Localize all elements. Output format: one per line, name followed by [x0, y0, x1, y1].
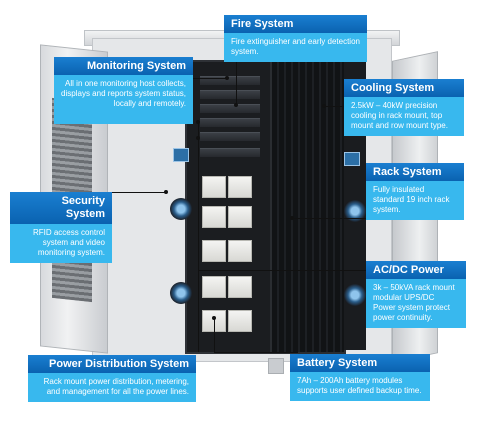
cabinet-foot: [268, 358, 284, 374]
battery-module: [202, 276, 226, 298]
security-system-callout: Security System RFID access control syst…: [10, 192, 112, 263]
battery-pointer-dot: [212, 316, 216, 320]
cooling-system-description: 2.5kW – 40kW precision cooling in rack m…: [344, 97, 464, 136]
acdc-power-title: AC/DC Power: [366, 261, 466, 279]
battery-module: [228, 176, 252, 198]
security-pointer-dot: [164, 190, 168, 194]
acdc-power-description: 3k – 50kVA rack mount modular UPS/DC Pow…: [366, 279, 466, 328]
display-icon: [173, 148, 189, 162]
power-distribution-title: Power Distribution System: [28, 355, 196, 373]
rack-system-description: Fully insulated standard 19 inch rack sy…: [366, 181, 464, 220]
battery-module: [228, 276, 252, 298]
cooling-rack: [270, 60, 346, 354]
rack-pointer-dot: [290, 216, 294, 220]
security-system-title: Security System: [10, 192, 112, 224]
security-title-line2: System: [65, 208, 105, 220]
battery-leader-vertical: [214, 318, 215, 352]
power-distribution-description: Rack mount power distribution, metering,…: [28, 373, 196, 402]
cooling-system-callout: Cooling System 2.5kW – 40kW precision co…: [344, 79, 464, 136]
monitoring-system-title: Monitoring System: [54, 57, 193, 75]
monitoring-host: [200, 76, 260, 85]
server-unit: [200, 90, 260, 99]
battery-module: [228, 310, 252, 332]
pdu-leader-line: [198, 138, 199, 352]
cooling-leader-line: [326, 106, 346, 107]
security-leader-line: [112, 192, 166, 193]
fire-pointer-dot: [234, 103, 238, 107]
rack-leader-line: [292, 218, 366, 219]
display-icon: [344, 152, 360, 166]
ups-unit: [200, 148, 260, 157]
fan-icon: [344, 284, 366, 306]
security-title-line1: Security: [61, 195, 105, 207]
monitoring-system-description: All in one monitoring host collects, dis…: [54, 75, 193, 124]
fire-system-title: Fire System: [224, 15, 367, 33]
fan-icon: [344, 200, 366, 222]
battery-module: [228, 240, 252, 262]
security-system-description: RFID access control system and video mon…: [10, 224, 112, 263]
battery-system-callout: Battery System 7Ah – 200Ah battery modul…: [290, 354, 430, 401]
monitoring-pointer-dot: [225, 76, 229, 80]
fan-icon: [170, 282, 192, 304]
battery-system-title: Battery System: [290, 354, 430, 372]
pdu-pointer-dot: [196, 136, 200, 140]
rack-system-title: Rack System: [366, 163, 464, 181]
fan-icon: [170, 198, 192, 220]
cooling-system-title: Cooling System: [344, 79, 464, 97]
server-unit: [200, 118, 260, 127]
battery-module: [202, 176, 226, 198]
cooling-pointer-dot: [322, 104, 326, 108]
fire-leader-line: [236, 52, 237, 104]
monitoring-leader-line: [186, 78, 226, 79]
power-distribution-callout: Power Distribution System Rack mount pow…: [28, 355, 196, 402]
monitoring-system-callout: Monitoring System All in one monitoring …: [54, 57, 193, 124]
acdc-power-callout: AC/DC Power 3k – 50kVA rack mount modula…: [366, 261, 466, 328]
battery-system-description: 7Ah – 200Ah battery modules supports use…: [290, 372, 430, 401]
acdc-leader-line: [198, 270, 370, 271]
pdu-unit: [200, 132, 260, 141]
battery-module: [202, 240, 226, 262]
server-unit: [200, 104, 260, 113]
acdc-pointer-dot: [196, 120, 200, 124]
battery-leader-line: [214, 352, 298, 353]
rack-system-callout: Rack System Fully insulated standard 19 …: [366, 163, 464, 220]
battery-module: [228, 206, 252, 228]
battery-module: [202, 206, 226, 228]
fire-system-callout: Fire System Fire extinguisher and early …: [224, 15, 367, 62]
fire-system-description: Fire extinguisher and early detection sy…: [224, 33, 367, 62]
